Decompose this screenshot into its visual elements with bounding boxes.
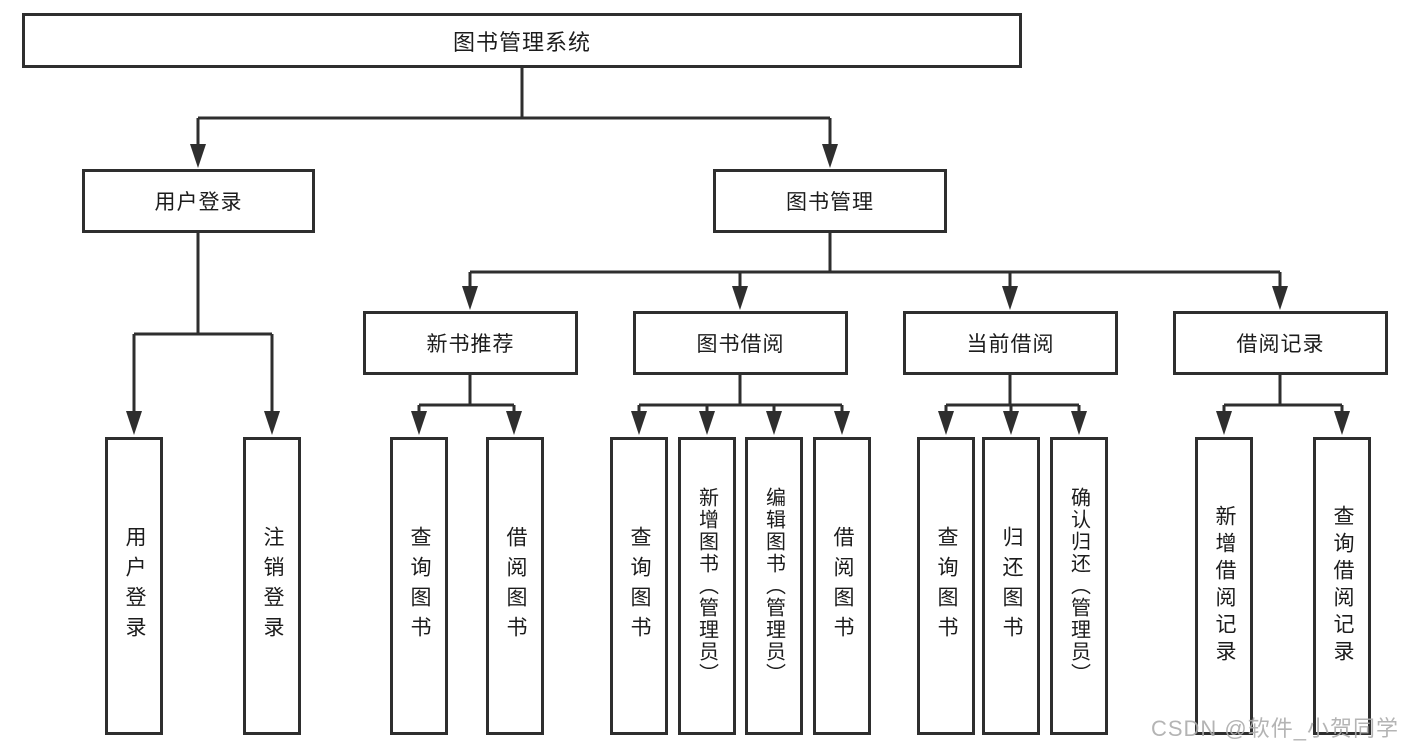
node-current-borrow: 当前借阅 <box>903 311 1118 375</box>
leaf-recommend-query-book: 查询图书 <box>390 437 448 735</box>
node-library-management-system: 图书管理系统 <box>22 13 1022 68</box>
leaf-borrow-query-book: 查询图书 <box>610 437 668 735</box>
leaf-borrow-add-book-admin: 新增图书（管理员） <box>678 437 736 735</box>
node-borrow-records: 借阅记录 <box>1173 311 1388 375</box>
leaf-logout: 注销登录 <box>243 437 301 735</box>
leaf-current-return-book: 归还图书 <box>982 437 1040 735</box>
node-new-book-recommend: 新书推荐 <box>363 311 578 375</box>
leaf-records-add-record: 新增借阅记录 <box>1195 437 1253 735</box>
leaf-user-login: 用户登录 <box>105 437 163 735</box>
arrowheads <box>126 144 1350 435</box>
leaf-current-confirm-return-admin: 确认归还（管理员） <box>1050 437 1108 735</box>
node-book-borrow: 图书借阅 <box>633 311 848 375</box>
leaf-borrow-edit-book-admin: 编辑图书（管理员） <box>745 437 803 735</box>
csdn-watermark: CSDN @软件_小贺同学 <box>1150 716 1399 741</box>
leaf-current-query-book: 查询图书 <box>917 437 975 735</box>
leaf-borrow-borrow-book: 借阅图书 <box>813 437 871 735</box>
leaf-records-query-record: 查询借阅记录 <box>1313 437 1371 735</box>
node-user-login: 用户登录 <box>82 169 315 233</box>
tree-edges <box>132 68 1344 416</box>
node-book-management: 图书管理 <box>713 169 947 233</box>
leaf-recommend-borrow-book: 借阅图书 <box>486 437 544 735</box>
